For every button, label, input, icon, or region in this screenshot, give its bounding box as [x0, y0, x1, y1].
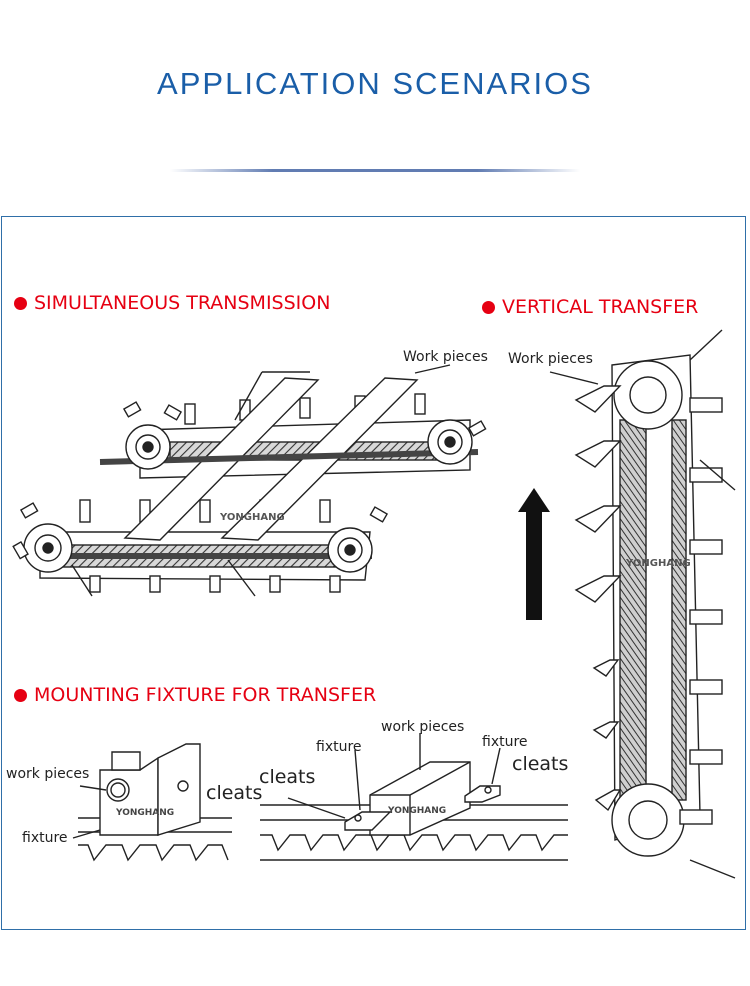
section-heading-mounting: MOUNTING FIXTURE FOR TRANSFER	[14, 684, 376, 706]
brand-watermark: YONGHANG	[220, 512, 285, 523]
section-title: SIMULTANEOUS TRANSMISSION	[34, 292, 331, 314]
bullet-dot	[14, 296, 27, 310]
simultaneous-transmission-diagram	[12, 364, 487, 597]
vertical-transfer-diagram	[518, 329, 736, 879]
label-cleats: cleats	[512, 753, 569, 775]
brand-watermark: YONGHANG	[116, 808, 175, 818]
section-heading-vertical: VERTICAL TRANSFER	[482, 296, 698, 318]
brand-watermark: YONGHANG	[626, 558, 691, 569]
bullet-dot	[482, 300, 495, 314]
label-cleats: cleats	[259, 766, 316, 788]
content-frame	[1, 216, 746, 930]
label-fixture: fixture	[482, 734, 528, 750]
brand-watermark: YONGHANG	[388, 806, 447, 816]
mounting-fixture-right-diagram	[260, 733, 568, 861]
label-cleats: cleats	[206, 782, 263, 804]
label-work-pieces: Work pieces	[508, 351, 593, 367]
section-heading-simultaneous: SIMULTANEOUS TRANSMISSION	[14, 292, 330, 314]
bullet-dot	[14, 688, 27, 702]
section-title: VERTICAL TRANSFER	[502, 296, 699, 318]
label-fixture: fixture	[22, 830, 68, 846]
label-work-pieces: work pieces	[6, 766, 90, 782]
title-divider	[170, 169, 580, 172]
label-work-pieces: Work pieces	[403, 349, 488, 365]
mounting-fixture-left-diagram	[72, 743, 232, 862]
page-title: APPLICATION SCENARIOS	[157, 66, 593, 101]
section-title: MOUNTING FIXTURE FOR TRANSFER	[34, 684, 377, 706]
label-work-pieces: work pieces	[381, 719, 465, 735]
label-fixture: fixture	[316, 739, 362, 755]
